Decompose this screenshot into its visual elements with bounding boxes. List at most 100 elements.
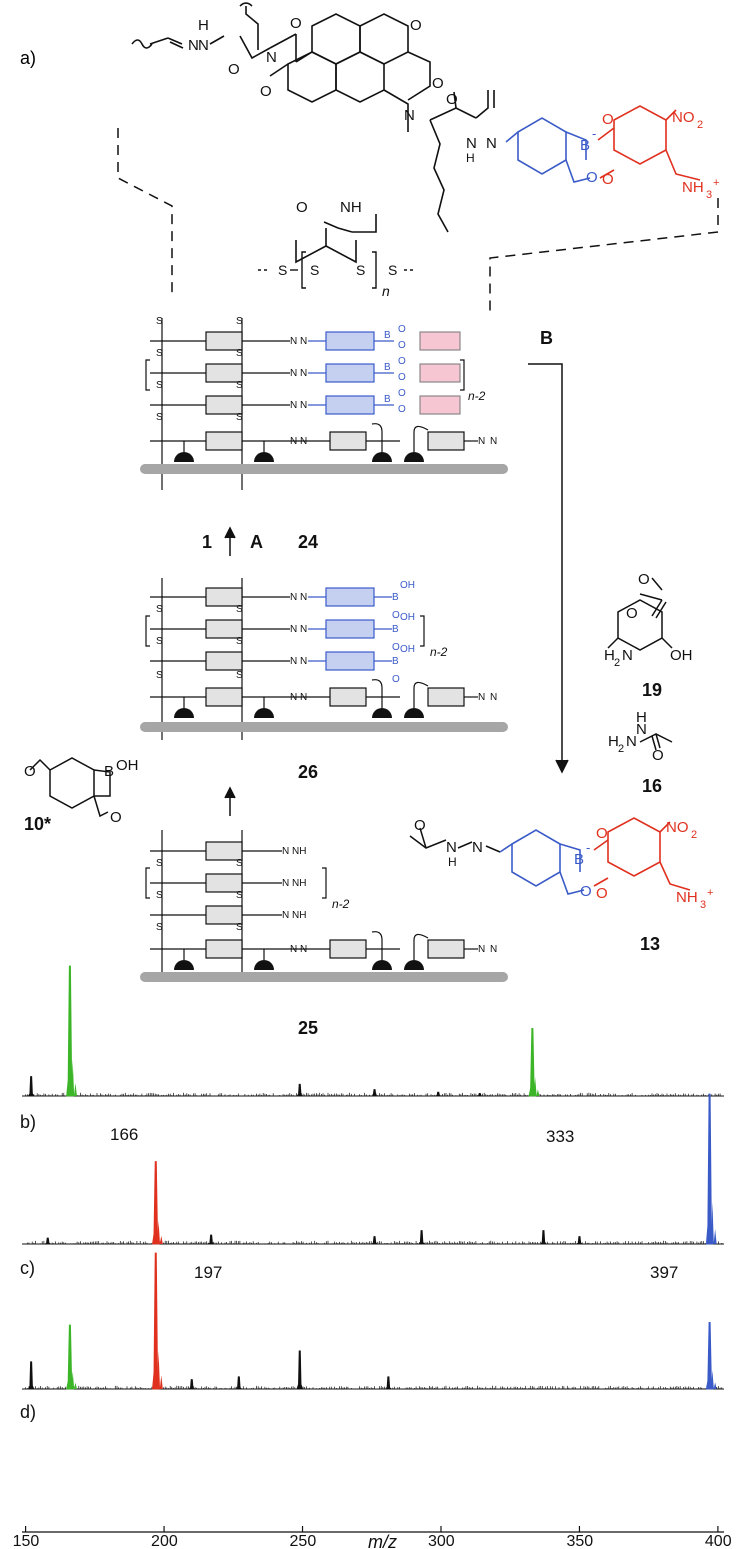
svg-text:S: S — [156, 636, 163, 647]
panel-d-label: d) — [20, 1402, 36, 1422]
spectrum-noise — [26, 1240, 723, 1244]
spectrum-peak-210 — [187, 1379, 196, 1390]
svg-text:+: + — [713, 177, 719, 189]
compound-13-label: 13 — [640, 934, 660, 954]
svg-text:N: N — [300, 944, 307, 955]
boronate-unit — [505, 117, 591, 183]
spectrum-isotope-peak — [157, 1350, 161, 1389]
polythiol-atoms: S S S S n — [278, 262, 397, 299]
spectrum-isotope-peak — [710, 1202, 714, 1244]
spectrum-c — [22, 1093, 724, 1245]
svg-text:S: S — [356, 262, 365, 278]
compound-10-structure — [29, 757, 111, 818]
spectrum-peak-350 — [575, 1236, 584, 1245]
spectrum-isotope-peak — [73, 1083, 77, 1096]
compound-25-label: 25 — [298, 1018, 318, 1038]
spectrum-peak-249 — [295, 1083, 304, 1097]
svg-text:S: S — [310, 262, 319, 278]
svg-text:H: H — [608, 733, 619, 750]
svg-text:H: H — [636, 709, 647, 726]
svg-text:N: N — [300, 436, 307, 447]
svg-text:O: O — [432, 75, 444, 92]
compound-16-structure — [639, 733, 673, 751]
svg-text:N: N — [478, 692, 485, 703]
compound-19-atoms: O O H 2 N OH — [604, 571, 693, 669]
svg-text:O: O — [596, 825, 608, 842]
svg-text:N: N — [300, 692, 307, 703]
svg-text:N: N — [290, 624, 297, 635]
svg-text:2: 2 — [614, 657, 620, 669]
svg-text:B: B — [392, 592, 399, 603]
svg-text:OH: OH — [400, 644, 415, 655]
spectrum-isotope-peak — [71, 1371, 75, 1389]
svg-text:O: O — [602, 111, 614, 128]
compound-10-atoms: O B OH O — [24, 757, 139, 826]
peak-label-333: 333 — [546, 1127, 574, 1146]
svg-text:O: O — [446, 91, 458, 108]
spectrum-isotope-peak — [73, 1382, 77, 1389]
spectrum-d — [22, 1252, 724, 1390]
spectrum-peak-293 — [417, 1230, 426, 1245]
svg-text:N: N — [300, 400, 307, 411]
svg-text:n-2: n-2 — [332, 897, 350, 911]
spectrum-peak-299 — [435, 1091, 442, 1097]
svg-text:N: N — [404, 107, 415, 124]
svg-text:N: N — [300, 656, 307, 667]
zoom-lines — [117, 128, 719, 312]
svg-text:S: S — [278, 262, 287, 278]
spectrum-isotope-peak — [710, 1370, 714, 1389]
svg-text:S: S — [156, 380, 163, 391]
svg-text:NH: NH — [340, 199, 362, 216]
svg-text:S: S — [236, 348, 243, 359]
svg-text:O: O — [602, 171, 614, 188]
svg-text:O: O — [392, 674, 400, 685]
svg-text:O: O — [638, 571, 650, 588]
svg-text:S: S — [236, 412, 243, 423]
svg-text:NH: NH — [676, 889, 698, 906]
svg-text:B: B — [384, 394, 391, 405]
spectrum-b — [22, 965, 724, 1097]
panel-c-label: c) — [20, 1258, 35, 1278]
svg-text:B: B — [384, 330, 391, 341]
svg-text:O: O — [24, 763, 36, 780]
svg-text:O: O — [398, 404, 406, 415]
compound-13-red — [593, 817, 691, 891]
svg-text:O: O — [626, 605, 638, 622]
svg-text:O: O — [414, 817, 426, 834]
svg-text:B: B — [384, 362, 391, 373]
svg-text:N: N — [266, 49, 277, 66]
peak-label-197: 197 — [194, 1263, 222, 1282]
svg-text:N: N — [300, 624, 307, 635]
svg-text:N: N — [478, 944, 485, 955]
spectrum-peak-249 — [296, 1350, 304, 1390]
spectrum-peak-276 — [370, 1236, 379, 1245]
svg-text:N: N — [472, 839, 483, 856]
svg-text:OH: OH — [400, 580, 415, 591]
spectrum-isotope-peak — [159, 1375, 163, 1389]
panel-b-label: b) — [20, 1112, 36, 1132]
stack-24-row-4 — [205, 431, 465, 451]
svg-text:S: S — [236, 890, 243, 901]
peak-label-166: 166 — [110, 1125, 138, 1144]
svg-text:N: N — [300, 336, 307, 347]
boron-minus: - — [592, 126, 596, 141]
x-tick-label: 300 — [428, 1533, 455, 1549]
compound-26-label: 26 — [298, 762, 318, 782]
svg-text:N: N — [188, 37, 199, 54]
spectrum-peak-276 — [371, 1089, 378, 1097]
svg-text:O: O — [392, 610, 400, 621]
svg-text:N: N — [636, 721, 647, 738]
spectrum-isotope-peak — [713, 1229, 717, 1244]
stack-25: N NH N NH N NH N N N N S S S S S S n-2 — [140, 830, 508, 982]
svg-text:O: O — [410, 17, 422, 34]
x-axis-label: m/z — [368, 1532, 397, 1549]
svg-text:N: N — [290, 592, 297, 603]
svg-text:N: N — [626, 733, 637, 750]
svg-text:N: N — [300, 368, 307, 379]
svg-text:H: H — [198, 17, 209, 34]
svg-text:H: H — [604, 647, 615, 664]
svg-text:S: S — [156, 412, 163, 423]
svg-text:N: N — [486, 135, 497, 152]
svg-text:O: O — [652, 747, 664, 764]
svg-text:3: 3 — [700, 899, 706, 911]
